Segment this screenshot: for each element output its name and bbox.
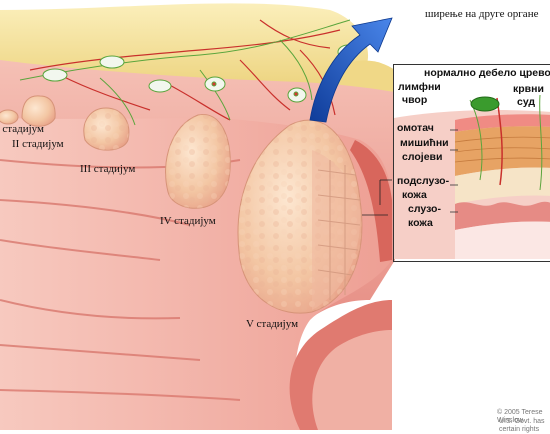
inset-normal-colon xyxy=(394,65,550,259)
label-stage-3: III стадијум xyxy=(80,163,136,175)
inset-label-blood-vessel-2: суд xyxy=(517,96,536,108)
label-stage-4: IV стадијум xyxy=(160,215,216,227)
inset-title: нормално дебело црево xyxy=(424,67,550,79)
tumor-stage-5 xyxy=(237,119,363,314)
inset-label-blood-vessel-1: крвни xyxy=(513,83,544,95)
mucosa-folds xyxy=(0,159,241,401)
inset-label-muscle-2: слојеви xyxy=(402,151,443,163)
credit-line-2: U.S. Govt. has certain rights xyxy=(499,418,545,433)
colon-wall-cross-section xyxy=(350,140,392,262)
label-spread: ширење на друге органе xyxy=(425,8,539,20)
inset-frame xyxy=(393,64,550,262)
tumor-stage-1 xyxy=(0,109,19,125)
inset-lymph-node xyxy=(470,96,500,112)
inset-label-submucosa-1: подслузо- xyxy=(397,175,450,187)
inset-label-mucosa-1: слузо- xyxy=(408,203,441,215)
label-stage-5: V стадијум xyxy=(246,318,299,330)
tumor-stage-2 xyxy=(21,95,56,127)
colon-cut-end-inner xyxy=(312,330,392,430)
spread-arrow xyxy=(309,17,393,123)
inset-label-muscle-1: мишићни xyxy=(400,137,449,149)
label-stage-1: I стадијум xyxy=(0,123,44,135)
credit-line-1: © 2005 Terese Winslow xyxy=(497,409,543,424)
inset-label-lymph-node-2: чвор xyxy=(402,94,428,106)
label-leader-lines xyxy=(362,179,392,216)
inset-submucosa-layer xyxy=(455,167,550,204)
lymph-vessels xyxy=(19,19,351,126)
inset-label-serosa: омотач xyxy=(397,122,434,134)
inset-label-submucosa-2: кожа xyxy=(402,189,427,201)
inset-mucosa-layer xyxy=(455,201,550,230)
inset-label-lymph-node-1: лимфни xyxy=(398,81,441,93)
inset-label-mucosa-2: кожа xyxy=(408,217,433,229)
tumor-stage-3 xyxy=(83,107,130,151)
label-stage-2: II стадијум xyxy=(12,138,64,150)
tumor-stage-4 xyxy=(165,114,231,209)
